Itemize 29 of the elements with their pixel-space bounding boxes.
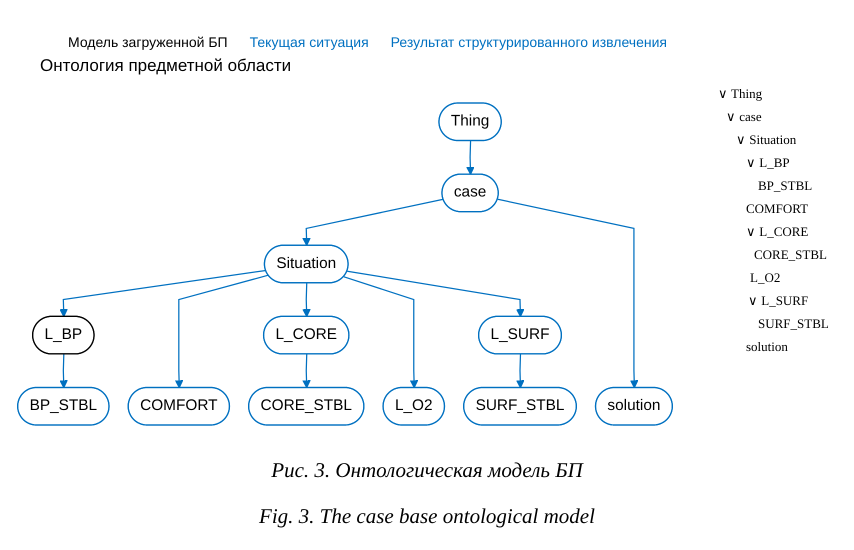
- tree-item: ∨ case: [726, 109, 762, 124]
- arrow: [344, 276, 418, 388]
- tab-label: Модель загруженной БП: [68, 34, 228, 50]
- tree-item: ∨ Thing: [718, 86, 762, 101]
- arrow: [466, 140, 475, 175]
- arrow: [347, 270, 524, 318]
- tree-item: L_O2: [750, 270, 780, 285]
- arrow: [174, 274, 268, 388]
- tab-label: Результат структурированного извлечения: [390, 34, 667, 50]
- section-heading: Онтология предметной области: [40, 56, 292, 75]
- arrow: [59, 270, 266, 318]
- arrow: [302, 283, 311, 318]
- figure-caption: Fig. 3. The case base ontological model: [258, 504, 596, 529]
- tree-item: SURF_STBL: [758, 316, 829, 331]
- tree-item: ∨ L_SURF: [748, 293, 808, 308]
- arrow: [498, 198, 638, 388]
- tree-item: ∨ Situation: [736, 132, 796, 147]
- tree-item: ∨ L_BP: [746, 155, 790, 170]
- arrow: [59, 354, 68, 388]
- arrow: [302, 354, 311, 388]
- tree-item: ∨ L_CORE: [746, 224, 808, 239]
- tree-item: CORE_STBL: [754, 247, 827, 262]
- arrow: [302, 198, 444, 246]
- tab-label: Текущая ситуация: [250, 34, 369, 50]
- tree-item: BP_STBL: [758, 178, 812, 193]
- figure-caption: Рис. 3. Онтологическая модель БП: [270, 458, 585, 483]
- tree-item: COMFORT: [746, 201, 808, 216]
- tree-item: solution: [746, 339, 788, 354]
- arrow: [516, 354, 524, 388]
